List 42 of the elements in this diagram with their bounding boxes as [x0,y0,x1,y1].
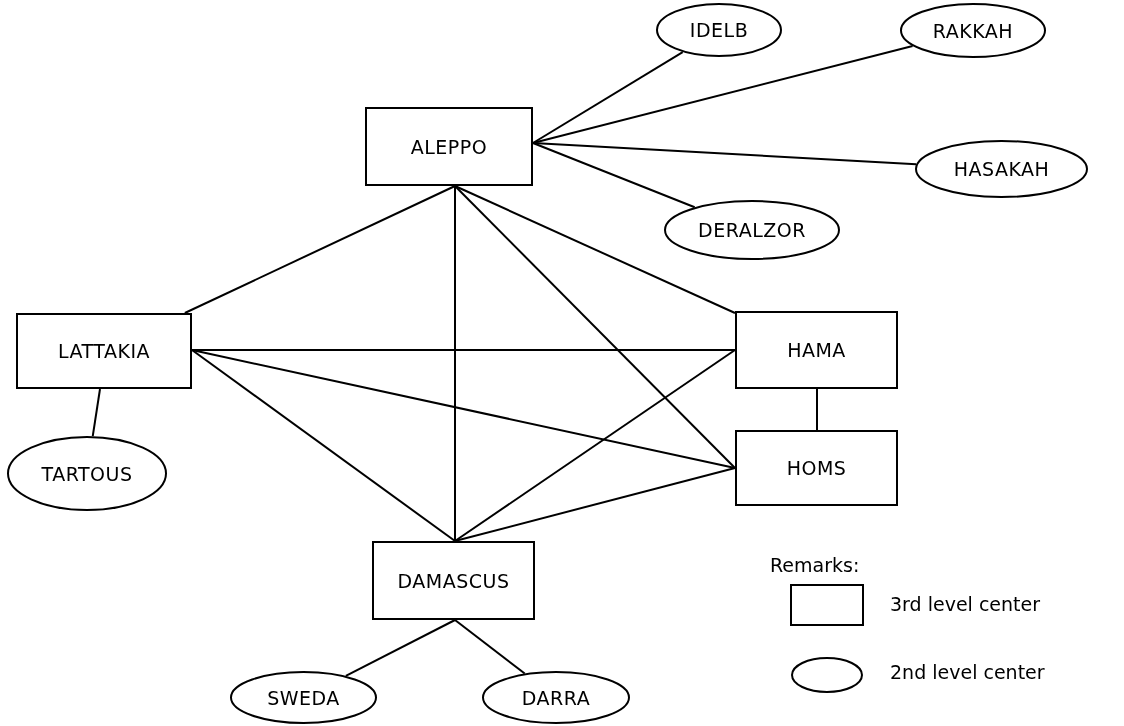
city-box [735,430,898,506]
connector-line [532,51,684,144]
connector-line [191,349,456,542]
city-name: HAMA [787,339,846,361]
city-name: SWEDA [267,686,340,709]
city-box [372,541,535,620]
city-name: DARRA [521,686,591,709]
connector-line [183,185,456,314]
city-box [16,313,192,389]
connector-line [532,44,914,144]
city-name: TARTOUS [41,462,133,485]
connector-line [91,388,101,438]
city-name: HASAKAH [953,158,1050,180]
city-name: DAMASCUS [397,569,510,592]
city-ellipse [664,200,840,260]
connector-line [454,185,736,469]
connector-line [454,185,736,315]
connector-line [454,349,736,542]
city-name: ALEPPO [410,135,488,158]
connector-line [344,619,456,677]
city-name: LATTAKIA [58,340,150,362]
legend-heading: Remarks: [770,554,860,576]
city-ellipse [900,3,1046,58]
city-box [365,107,533,186]
connector-line [191,349,736,351]
city-name: DERALZOR [698,219,806,241]
city-ellipse [915,140,1088,198]
city-ellipse [482,671,630,724]
legend-label: 2nd level center [890,661,1045,683]
city-ellipse [656,3,782,57]
connector-line [454,619,526,675]
connector-line [816,388,818,431]
city-box [735,311,898,389]
city-ellipse [7,436,167,511]
connector-line [532,142,696,209]
city-name: IDELB [689,19,749,41]
legend-label: 3rd level center [890,593,1040,615]
connector-line [454,185,456,542]
connector-line [454,467,736,542]
city-ellipse [230,671,377,724]
city-name: RAKKAH [932,19,1014,42]
city-name: HOMS [786,457,847,479]
